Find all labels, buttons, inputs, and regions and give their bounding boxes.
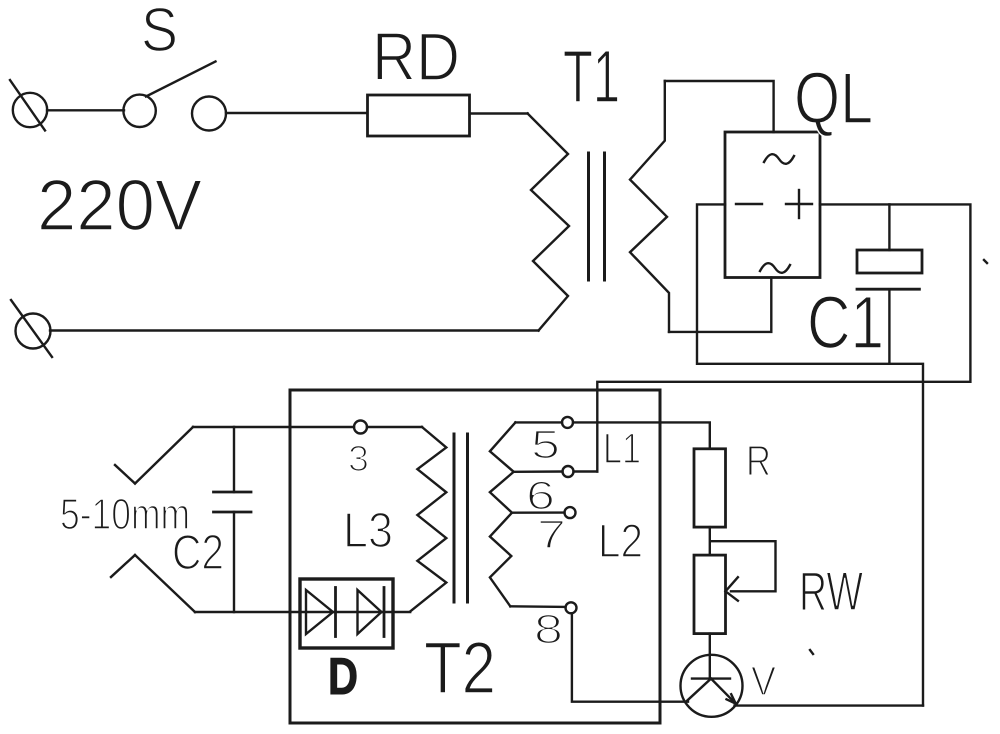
svg-text:8: 8 — [534, 606, 563, 652]
svg-text:V: V — [751, 658, 777, 704]
svg-text:L3: L3 — [343, 504, 393, 558]
svg-text:220V: 220V — [37, 166, 202, 246]
svg-text:RD: RD — [372, 19, 460, 95]
svg-text:C2: C2 — [172, 526, 224, 580]
svg-text:T1: T1 — [563, 35, 620, 118]
svg-text:S: S — [141, 0, 178, 65]
svg-text:L2: L2 — [598, 514, 643, 567]
svg-text:6: 6 — [526, 474, 555, 518]
svg-text:3: 3 — [348, 438, 369, 479]
svg-text:C1: C1 — [807, 281, 884, 364]
svg-text:T2: T2 — [424, 628, 496, 709]
svg-text:5-10mm: 5-10mm — [60, 490, 190, 539]
svg-text:R: R — [746, 437, 771, 485]
svg-text:RW: RW — [799, 560, 863, 622]
svg-text:7: 7 — [537, 513, 566, 557]
svg-text:L1: L1 — [603, 425, 641, 473]
svg-text:QL: QL — [794, 59, 873, 139]
svg-text:D: D — [328, 648, 358, 706]
svg-text:5: 5 — [531, 423, 560, 467]
